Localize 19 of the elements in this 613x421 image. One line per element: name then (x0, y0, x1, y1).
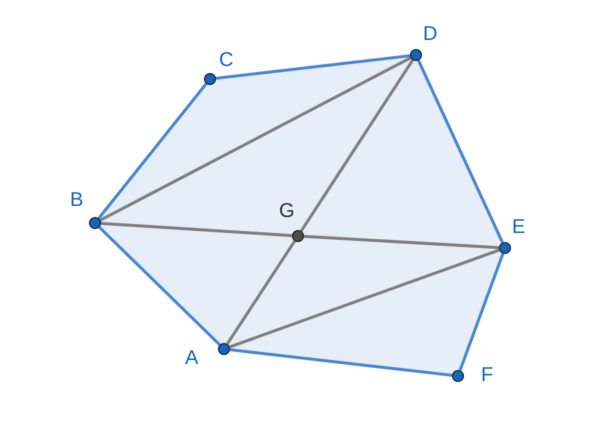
line-segment (230, 348, 452, 377)
line-segment (300, 59, 414, 232)
point-label: A (185, 348, 198, 368)
point-label: D (423, 24, 438, 44)
point-label: C (219, 50, 234, 70)
point-label: F (481, 365, 494, 385)
line-segment (100, 56, 412, 222)
line-segment (98, 226, 221, 346)
line-segment (458, 253, 504, 371)
point-label: E (512, 217, 526, 237)
line-segment (417, 60, 504, 244)
line-segment (98, 82, 208, 220)
line-segment (229, 248, 500, 348)
line-segment (226, 240, 296, 345)
point-label: B (70, 190, 84, 210)
line-segment (304, 234, 500, 250)
point-label: G (279, 201, 295, 221)
line-segment (100, 222, 292, 238)
line-segment (216, 54, 410, 80)
